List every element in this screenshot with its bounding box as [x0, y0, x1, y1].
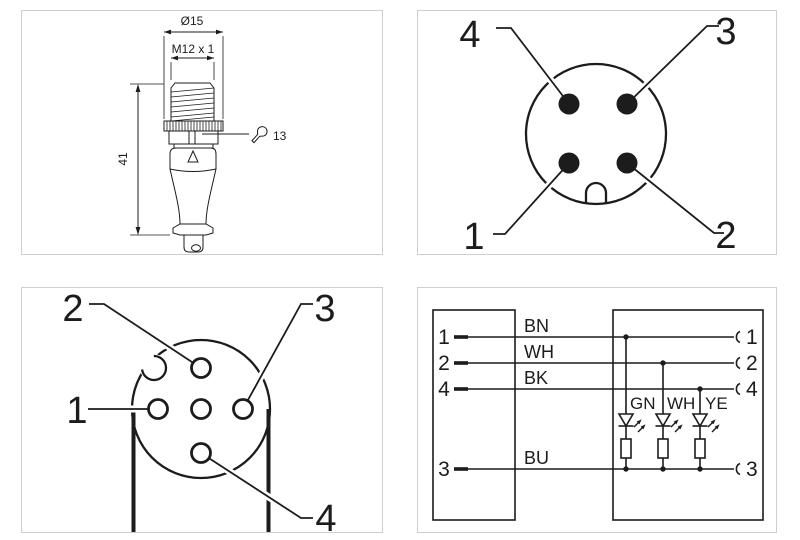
pin-2-leader — [626, 162, 724, 234]
socket-4-hole — [190, 442, 212, 464]
triangle-marker — [187, 149, 199, 163]
led-gn-label: GN — [630, 394, 656, 413]
leader-lines — [88, 300, 313, 522]
pin-4-leader — [496, 27, 570, 105]
wire-bn-label: BN — [524, 316, 549, 336]
pin-3-leader — [626, 25, 719, 105]
panel-female-face-view: 2 3 1 4 — [21, 287, 383, 533]
socket-3-hole — [232, 398, 254, 420]
cable-stub — [183, 234, 204, 253]
thread-label: M12 x 1 — [172, 42, 215, 56]
socket-4-label: 4 — [315, 498, 336, 532]
terminal-arc-1 — [735, 330, 741, 344]
wiring-diagram-svg: 1 2 4 3 BN WH BK BU GN WH — [432, 309, 764, 521]
left-pin-1-label: 1 — [438, 326, 450, 349]
pin-dash-1 — [454, 335, 468, 339]
junction-dot — [660, 360, 666, 366]
led-symbol-ye — [691, 413, 721, 459]
terminal-arc-3 — [735, 462, 741, 476]
device-side-box — [612, 309, 764, 521]
socket-3-leader — [242, 303, 313, 410]
knurl-ring — [163, 120, 224, 132]
length-label: 41 — [116, 152, 130, 166]
panel-wiring-diagram: 1 2 4 3 BN WH BK BU GN WH — [417, 287, 777, 533]
body-lower — [169, 168, 217, 225]
led-symbol-gn — [617, 413, 647, 459]
panel-dimension-drawing: Ø15 M12 x 1 41 — [21, 10, 383, 255]
wire-bk-label: BK — [524, 368, 548, 388]
junction-dot — [697, 466, 703, 472]
left-pin-3-label: 3 — [438, 458, 450, 481]
pin-dash-3 — [454, 467, 468, 471]
junction-dot — [623, 334, 629, 340]
pin-dash-2 — [454, 361, 468, 365]
pin-1-dot — [558, 152, 580, 174]
pin-3-dot — [616, 93, 638, 115]
panel-male-face-view: 4 3 1 2 — [417, 10, 777, 255]
connector-drawing — [163, 82, 224, 253]
connector-rim — [524, 62, 668, 206]
pin-4-label: 4 — [459, 14, 480, 56]
wire-bu-label: BU — [524, 448, 549, 468]
led-branch-wh — [654, 363, 684, 469]
socket-4-leader — [200, 452, 313, 519]
left-pin-2-label: 2 — [438, 352, 450, 375]
female-face-view-svg: 2 3 1 4 — [62, 288, 337, 532]
thread — [170, 82, 215, 122]
male-face-view-svg: 4 3 1 2 — [459, 11, 736, 254]
socket-2-leader — [89, 303, 202, 369]
coding-notch — [584, 181, 608, 204]
socket-1-label: 1 — [66, 390, 87, 432]
keyway-notch — [140, 354, 168, 382]
socket-2-hole — [190, 357, 212, 379]
pin-dash-4 — [454, 387, 468, 391]
diameter-label: Ø15 — [181, 14, 204, 28]
junction-dot — [660, 466, 666, 472]
thread-dimension: M12 x 1 — [170, 42, 215, 80]
wrench-icon — [251, 126, 268, 144]
body-side-lines — [131, 409, 271, 532]
right-pin-4-label: 4 — [746, 378, 758, 401]
length-dimension: 41 — [116, 83, 170, 236]
led-ye-label: YE — [705, 394, 728, 413]
junction-dot — [623, 466, 629, 472]
pin-2-dot — [616, 152, 638, 174]
hex-collar — [168, 130, 219, 145]
right-pin-3-label: 3 — [746, 458, 758, 481]
pin-1-leader — [493, 162, 570, 235]
led-wh-label: WH — [667, 394, 695, 413]
terminal-arc-4 — [735, 382, 741, 396]
led-symbol-wh — [654, 413, 684, 459]
wrench-callout: 13 — [202, 126, 287, 144]
dimension-drawing-svg: Ø15 M12 x 1 41 — [116, 14, 287, 253]
leader-lines — [493, 22, 724, 238]
socket-2-label: 2 — [62, 288, 83, 330]
end-cap — [172, 223, 214, 236]
center-hole — [190, 398, 212, 420]
pin-4-dot — [558, 93, 580, 115]
right-pin-2-label: 2 — [746, 352, 758, 375]
socket-3-label: 3 — [314, 288, 335, 330]
left-pin-4-label: 4 — [438, 378, 450, 401]
right-pin-1-label: 1 — [746, 326, 758, 349]
body-separator — [169, 168, 217, 172]
cable-side-box — [432, 309, 516, 521]
pin-2-label: 2 — [715, 215, 736, 254]
socket-1-hole — [147, 398, 169, 420]
pin-1-label: 1 — [463, 216, 484, 254]
wrench-size-label: 13 — [273, 129, 287, 143]
junction-dot — [697, 386, 703, 392]
pin-3-label: 3 — [715, 11, 736, 53]
neck — [173, 143, 214, 149]
diameter-dimension: Ø15 — [163, 14, 224, 119]
terminal-arc-2 — [735, 356, 741, 370]
body-upper — [169, 147, 217, 169]
wire-wh-label: WH — [524, 342, 554, 362]
